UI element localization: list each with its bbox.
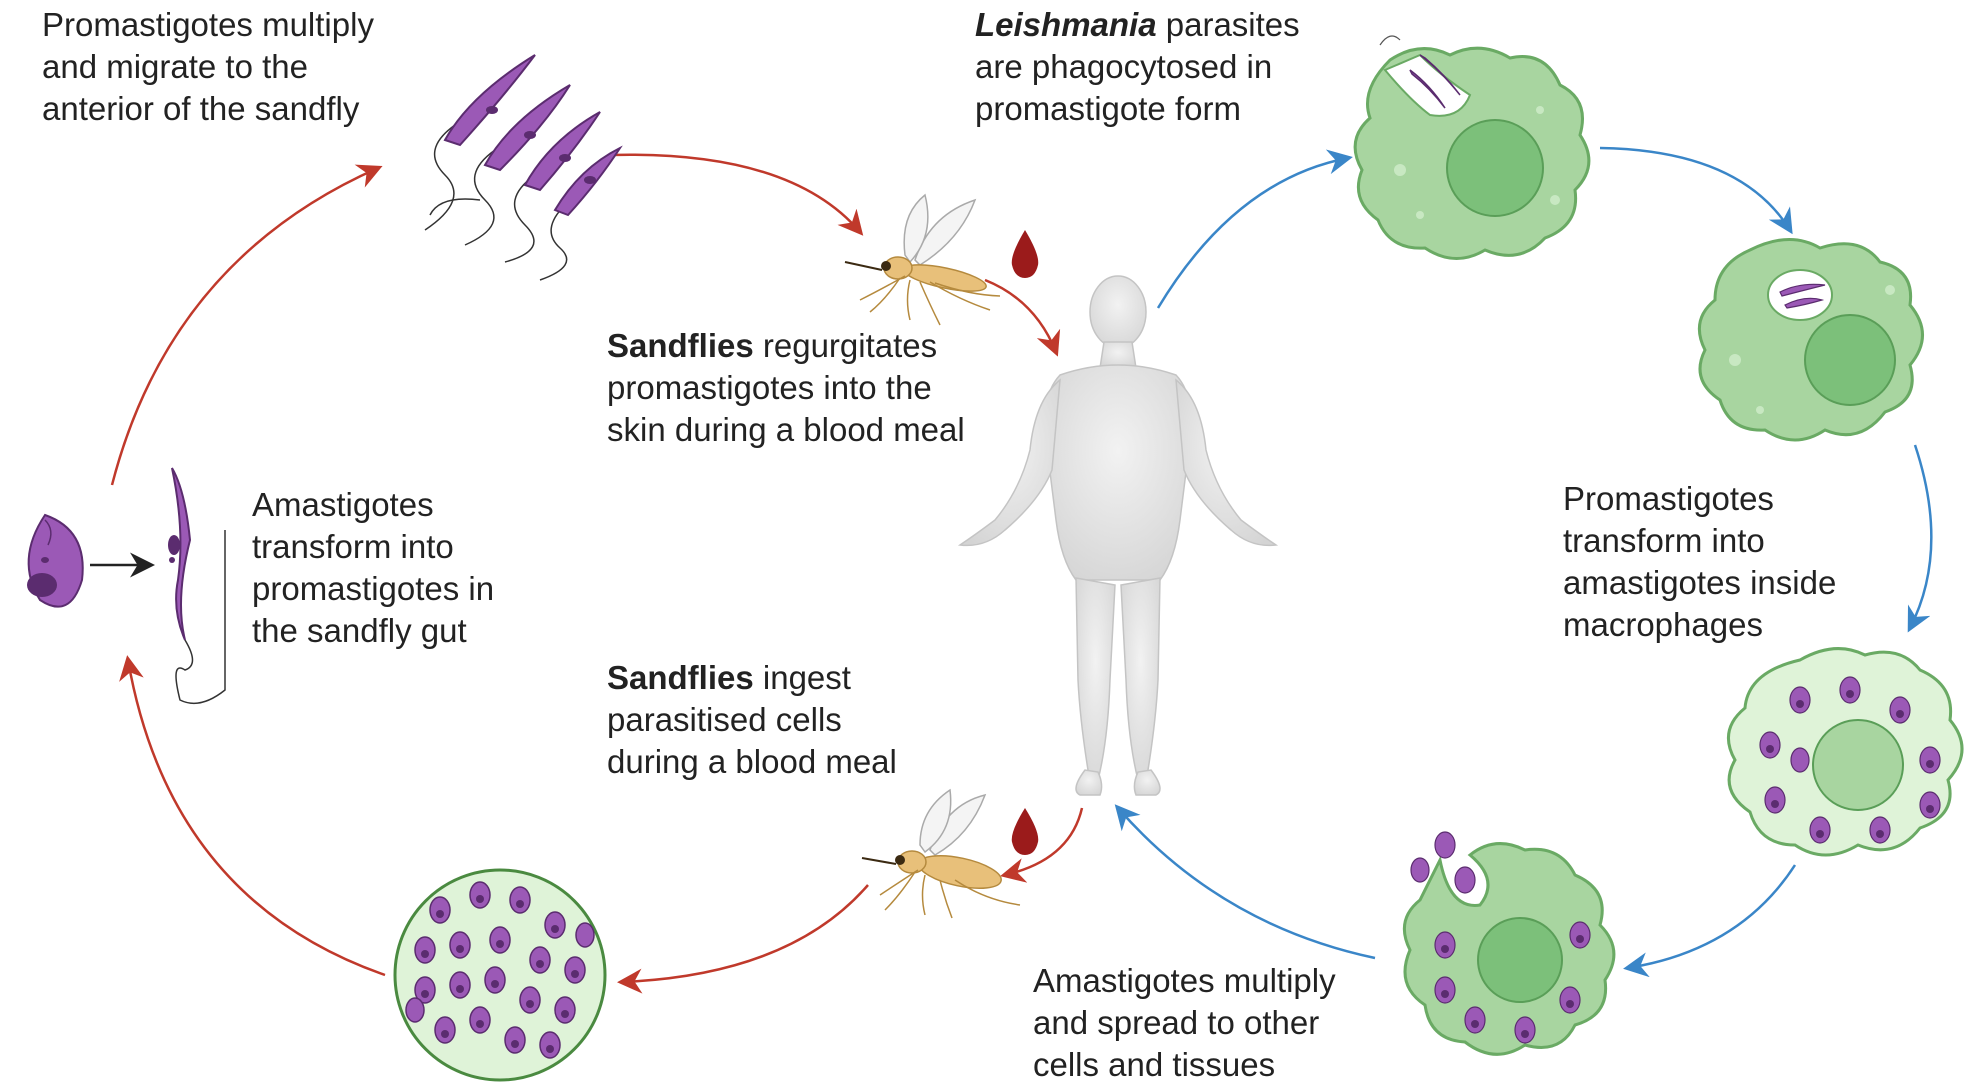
- amastigote-icon: [27, 513, 84, 608]
- arrow-human-to-phagocytosis: [1156, 149, 1353, 309]
- promastigote-cluster-icon: [424, 54, 623, 281]
- sandflies-bold: Sandflies: [607, 327, 754, 364]
- label-promastigotes-transform: Promastigotes transform into amastigotes…: [1563, 480, 1837, 643]
- macrophage-icon: [1353, 35, 1591, 260]
- sandflies-bold: Sandflies: [607, 659, 754, 696]
- blood-drop-icon: [1011, 808, 1039, 855]
- label-amastigotes-multiply: Amastigotes multiply and spread to other…: [1033, 962, 1336, 1083]
- arrow-to-promastigote-cluster: [110, 164, 383, 486]
- human-cycle-arrows: [1114, 146, 1933, 978]
- arrow-amastigote-cell-to-bursting: [1623, 864, 1797, 978]
- label-regurgitates: Sandflies regurgitates promastigotes int…: [607, 327, 965, 448]
- leishmania-italic: Leishmania: [975, 6, 1157, 43]
- arrow-to-sandfly-top: [609, 153, 864, 236]
- sandfly-icon: [844, 193, 1001, 326]
- label-ingest: Sandflies ingest parasitised cells durin…: [607, 659, 897, 780]
- arrow-sandfly-to-human: [984, 278, 1061, 357]
- macrophage-icon: [1697, 238, 1924, 442]
- blood-drop-icon: [1011, 230, 1039, 278]
- arrow-vacuole-to-amastigote-cell: [1907, 444, 1933, 633]
- label-phagocytosed: Leishmania parasites are phagocytosed in…: [975, 6, 1300, 127]
- arrow-phagocytosis-to-vacuole: [1599, 146, 1793, 235]
- label-amastigotes-transform: Amastigotes transform into promastigotes…: [252, 486, 495, 649]
- infected-cell-icon: [393, 868, 607, 1082]
- arrow-bursting-to-human: [1114, 804, 1376, 960]
- arrow-human-to-sandfly-bottom: [1000, 807, 1084, 883]
- macrophage-icon: [1726, 647, 1964, 857]
- sandfly-cycle-arrows: [110, 153, 1084, 994]
- arrow-infected-cell-to-gut: [119, 655, 386, 977]
- macrophage-icon: [1402, 831, 1616, 1056]
- human-body-icon: [957, 275, 1279, 796]
- label-promastigotes-multiply: Promastigotes multiply and migrate to th…: [42, 6, 374, 127]
- arrow-sandfly-to-infected-cell: [617, 884, 869, 994]
- promastigote-icon: [168, 467, 226, 705]
- sandfly-icon: [861, 788, 1021, 919]
